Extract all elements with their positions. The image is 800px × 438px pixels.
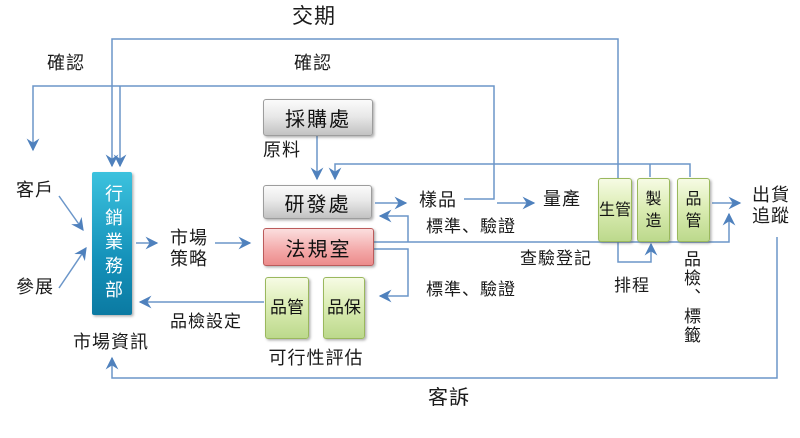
node-production-mgmt: 生管 (598, 178, 632, 242)
label-scheduling: 排程 (614, 276, 650, 296)
wire-standard-qa (374, 248, 409, 303)
label-confirm-left: 確認 (47, 53, 85, 74)
node-rnd-office: 研發處 (263, 185, 372, 219)
wire-scheduling (617, 241, 658, 263)
wire-customer-marketing (58, 195, 84, 232)
wire-standard-rnd (378, 209, 409, 242)
label-standard-verify-upper: 標準、驗證 (426, 217, 516, 237)
label-raw-material: 原料 (263, 140, 301, 161)
label-inspection-registration: 查驗登記 (520, 249, 592, 269)
label-feasibility: 可行性評估 (268, 348, 364, 369)
label-shipping-tracking: 出貨追蹤 (752, 185, 790, 227)
node-qc-line: 品管 (677, 178, 710, 242)
wire-exhibition-marketing (58, 246, 87, 289)
label-exhibition: 參展 (16, 277, 54, 298)
label-inspection-setting: 品檢設定 (170, 312, 242, 332)
label-delivery: 交期 (292, 4, 336, 28)
wire-production-to-rnd (328, 163, 691, 181)
node-purchasing-office: 採購處 (263, 99, 373, 136)
label-market-info: 市場資訊 (73, 332, 149, 353)
label-sample: 樣品 (419, 190, 457, 211)
label-standard-verify-lower: 標準、驗證 (426, 280, 516, 300)
node-qa-unit: 品保 (323, 277, 365, 339)
node-qc-unit: 品管 (265, 277, 309, 339)
label-customer: 客戶 (16, 180, 54, 201)
label-complaint: 客訴 (428, 385, 470, 409)
label-market-strategy: 市場策略 (170, 228, 208, 270)
node-marketing-dept: 行銷業務部 (92, 172, 132, 315)
label-inspection-labeling: 品檢、標籤 (680, 250, 700, 345)
node-manufacturing: 製造 (637, 178, 670, 242)
label-confirm-center: 確認 (294, 53, 332, 74)
node-regulatory-office: 法規室 (263, 228, 374, 266)
label-mass-production: 量產 (543, 189, 581, 210)
